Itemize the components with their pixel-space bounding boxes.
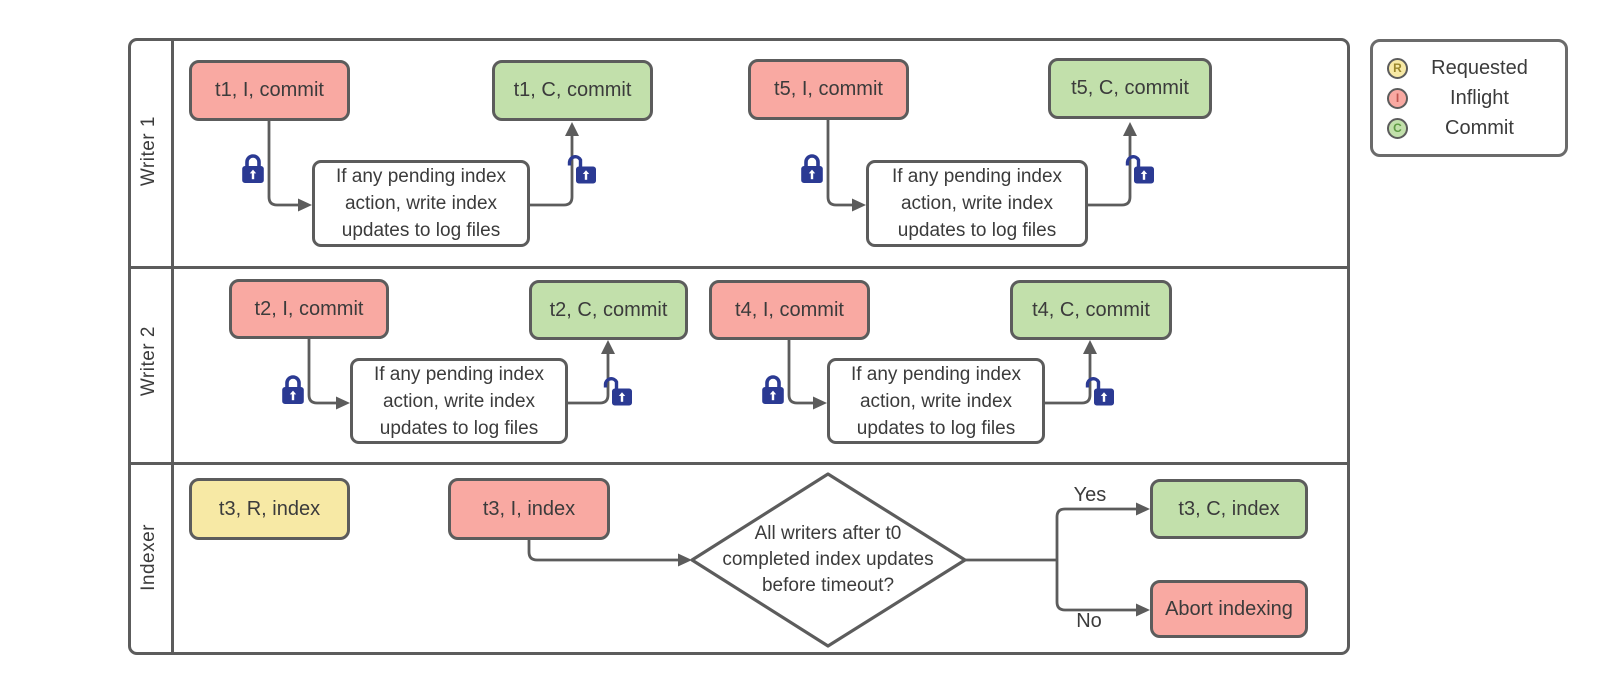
node-abort-indexing: Abort indexing bbox=[1150, 580, 1308, 638]
closed-lock-icon bbox=[239, 151, 267, 187]
legend-label-commit: Commit bbox=[1445, 116, 1514, 139]
lane-indexer: Indexer bbox=[128, 462, 169, 652]
lane-writer1: Writer 1 bbox=[128, 41, 169, 261]
legend-label-inflight: Inflight bbox=[1450, 86, 1509, 109]
commit-state-icon: C bbox=[1387, 117, 1408, 139]
node-t3-requested: t3, R, index bbox=[189, 478, 350, 540]
lane-label-divider bbox=[171, 41, 174, 652]
node-t4-inflight: t4, I, commit bbox=[709, 280, 870, 340]
closed-lock-icon bbox=[279, 372, 307, 408]
lane-writer2: Writer 2 bbox=[128, 266, 169, 456]
node-process-writer1-left: If any pending index action, write index… bbox=[312, 160, 530, 247]
node-process-writer1-right: If any pending index action, write index… bbox=[866, 160, 1088, 247]
decision-label: All writers after t0 completed index upd… bbox=[722, 523, 934, 596]
edge-label-no: No bbox=[1076, 610, 1102, 632]
open-lock-icon bbox=[566, 152, 598, 188]
inflight-state-icon: I bbox=[1387, 87, 1408, 109]
lane-indexer-label: Indexer bbox=[137, 523, 159, 591]
node-t3-inflight: t3, I, index bbox=[448, 478, 610, 540]
node-t4-commit: t4, C, commit bbox=[1010, 280, 1172, 340]
node-t2-commit: t2, C, commit bbox=[529, 280, 688, 340]
closed-lock-icon bbox=[759, 372, 787, 408]
node-process-writer2-left: If any pending index action, write index… bbox=[350, 358, 568, 444]
open-lock-icon bbox=[1084, 374, 1116, 410]
legend-item-requested: R Requested bbox=[1387, 55, 1551, 81]
lane-writer2-label: Writer 2 bbox=[137, 325, 159, 397]
legend: R Requested I Inflight C Commit bbox=[1370, 39, 1568, 157]
node-t5-inflight: t5, I, commit bbox=[748, 59, 909, 120]
lane-separator-2 bbox=[131, 462, 1347, 465]
node-t5-commit: t5, C, commit bbox=[1048, 58, 1212, 119]
node-t1-inflight: t1, I, commit bbox=[189, 60, 350, 121]
node-process-writer2-right: If any pending index action, write index… bbox=[827, 358, 1045, 444]
node-t3-commit: t3, C, index bbox=[1150, 479, 1308, 539]
node-t1-commit: t1, C, commit bbox=[492, 60, 653, 121]
lane-separator-1 bbox=[131, 266, 1347, 269]
edge-label-yes: Yes bbox=[1073, 484, 1107, 506]
requested-state-icon: R bbox=[1387, 57, 1408, 79]
open-lock-icon bbox=[602, 374, 634, 410]
legend-item-commit: C Commit bbox=[1387, 115, 1551, 141]
closed-lock-icon bbox=[798, 151, 826, 187]
legend-label-requested: Requested bbox=[1431, 56, 1528, 79]
legend-item-inflight: I Inflight bbox=[1387, 85, 1551, 111]
open-lock-icon bbox=[1124, 152, 1156, 188]
lane-writer1-label: Writer 1 bbox=[137, 115, 159, 187]
node-t2-inflight: t2, I, commit bbox=[229, 279, 389, 339]
swimlane-frame bbox=[128, 38, 1350, 655]
